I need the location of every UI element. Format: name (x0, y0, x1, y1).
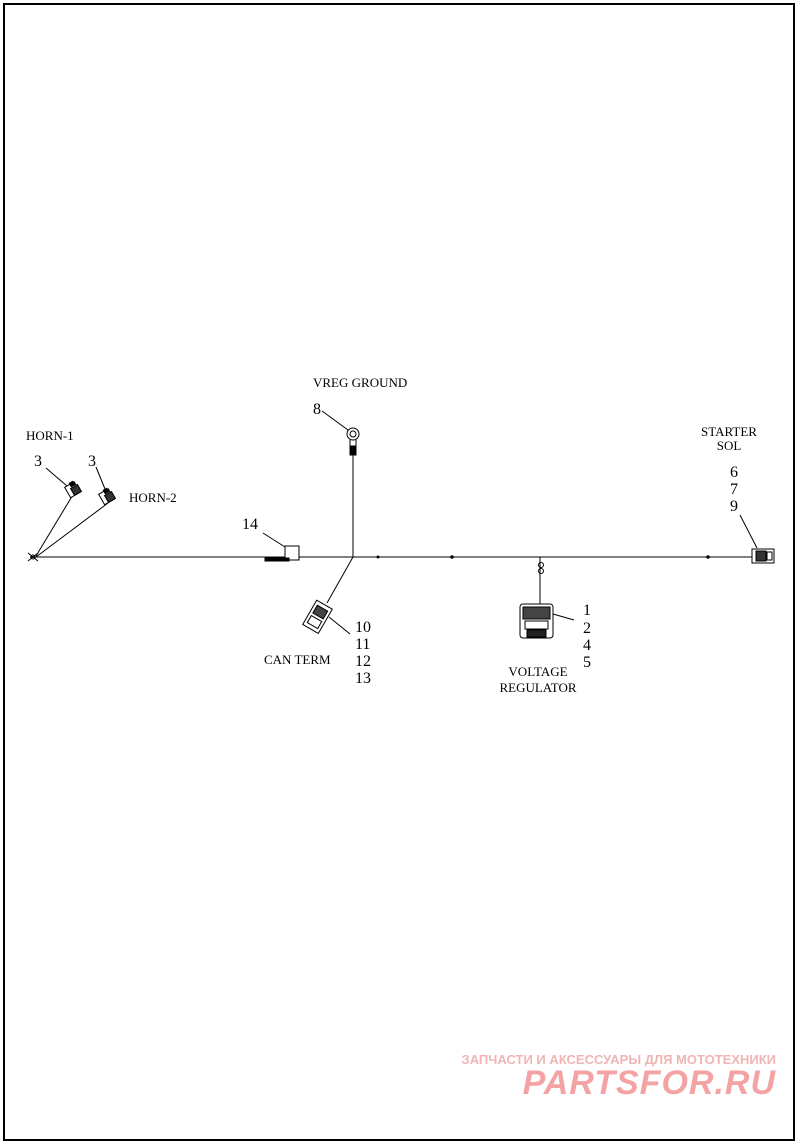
callout-5: 5 (583, 654, 591, 671)
callout-12: 12 (355, 653, 371, 670)
callout-1: 1 (583, 602, 591, 619)
callout-14: 14 (242, 516, 258, 533)
horn2-connector (97, 487, 117, 506)
callout-11: 11 (355, 636, 370, 653)
horn-leaders (45, 466, 106, 490)
voltage-regulator-branch (519, 557, 575, 639)
drawing-frame (3, 3, 795, 1141)
vreg-ground-branch (321, 410, 360, 557)
horn2-label: HORN-2 (129, 490, 177, 505)
callout-8: 8 (313, 401, 321, 418)
callout-4: 4 (583, 637, 591, 654)
callout-7: 7 (730, 481, 738, 498)
fuse-block (262, 532, 300, 562)
vreg-ground-label: VREG GROUND (313, 375, 407, 390)
harness-end-tie (27, 552, 39, 562)
starter-sol-connector (739, 514, 775, 564)
callout-9: 9 (730, 498, 738, 515)
callout-horn2: 3 (88, 453, 96, 470)
callout-13: 13 (355, 670, 371, 687)
watermark-tagline: ЗАПЧАСТИ И АКСЕССУАРЫ ДЛЯ МОТОТЕХНИКИ (462, 1052, 776, 1067)
watermark-logo: PARTSFOR.RU (523, 1064, 777, 1102)
callout-horn1: 3 (34, 453, 42, 470)
can-term-label: CAN TERM (264, 652, 331, 667)
voltage-regulator-label-line2: REGULATOR (499, 680, 576, 695)
horn1-connector (63, 480, 83, 499)
voltage-regulator-label-line1: VOLTAGE (508, 664, 567, 679)
horn-branches (35, 492, 109, 558)
main-harness (30, 555, 752, 559)
starter-label-line1: STARTER (701, 424, 757, 439)
can-term-branch (302, 556, 354, 635)
starter-label-line2: SOL (717, 438, 742, 453)
callout-6: 6 (730, 464, 738, 481)
horn1-label: HORN-1 (26, 428, 74, 443)
callout-2: 2 (583, 620, 591, 637)
callout-10: 10 (355, 619, 371, 636)
